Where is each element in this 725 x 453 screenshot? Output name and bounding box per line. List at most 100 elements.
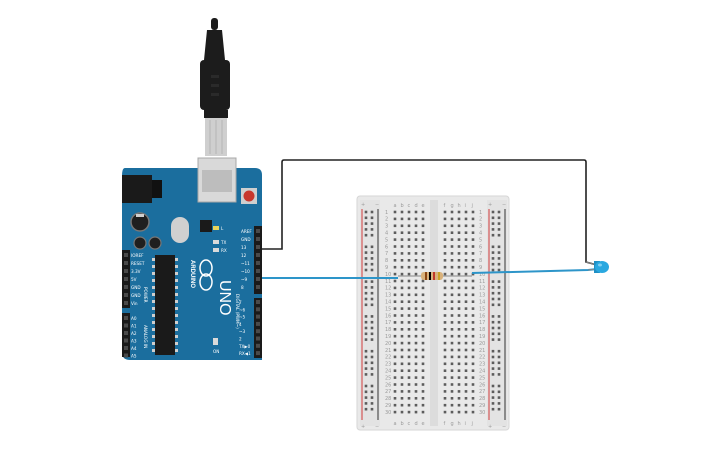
breadboard-hole[interactable] bbox=[407, 355, 411, 359]
breadboard-hole[interactable] bbox=[414, 210, 418, 214]
rail-hole[interactable] bbox=[491, 361, 495, 365]
breadboard-hole[interactable] bbox=[457, 314, 461, 317]
breadboard-hole[interactable] bbox=[414, 259, 418, 262]
digital-bottom-pin[interactable] bbox=[256, 336, 260, 341]
breadboard-hole[interactable] bbox=[421, 369, 425, 372]
breadboard-hole[interactable] bbox=[443, 383, 447, 386]
breadboard-hole[interactable] bbox=[407, 279, 411, 283]
breadboard-hole[interactable] bbox=[457, 328, 461, 331]
power-pin[interactable] bbox=[124, 277, 128, 281]
breadboard-hole[interactable] bbox=[393, 383, 397, 386]
breadboard-hole[interactable] bbox=[471, 224, 475, 228]
breadboard-hole[interactable] bbox=[457, 245, 461, 248]
breadboard-hole[interactable] bbox=[407, 314, 411, 317]
breadboard-hole[interactable] bbox=[443, 362, 447, 366]
rail-hole[interactable] bbox=[491, 355, 495, 359]
rail-hole[interactable] bbox=[370, 384, 374, 388]
breadboard-hole[interactable] bbox=[421, 341, 425, 345]
rail-hole[interactable] bbox=[497, 338, 501, 341]
digital-bottom-pin[interactable] bbox=[256, 329, 260, 334]
breadboard-hole[interactable] bbox=[450, 265, 454, 269]
breadboard-hole[interactable] bbox=[443, 314, 447, 317]
breadboard-hole[interactable] bbox=[393, 259, 397, 262]
breadboard-hole[interactable] bbox=[393, 390, 397, 393]
rail-hole[interactable] bbox=[364, 367, 368, 370]
breadboard-hole[interactable] bbox=[414, 410, 418, 414]
rail-hole[interactable] bbox=[497, 326, 501, 330]
rail-hole[interactable] bbox=[370, 268, 374, 272]
breadboard-hole[interactable] bbox=[471, 265, 475, 269]
breadboard-hole[interactable] bbox=[450, 231, 454, 234]
breadboard-hole[interactable] bbox=[471, 403, 475, 407]
breadboard-hole[interactable] bbox=[393, 231, 397, 234]
rail-hole[interactable] bbox=[491, 373, 495, 376]
power-pin[interactable] bbox=[124, 261, 128, 265]
digital-top-pin[interactable] bbox=[256, 253, 260, 257]
breadboard-hole[interactable] bbox=[443, 231, 447, 234]
breadboard-hole[interactable] bbox=[443, 245, 447, 248]
rail-hole[interactable] bbox=[491, 332, 495, 336]
breadboard-hole[interactable] bbox=[407, 334, 411, 338]
breadboard-hole[interactable] bbox=[414, 314, 418, 317]
breadboard-hole[interactable] bbox=[464, 259, 468, 262]
rail-hole[interactable] bbox=[370, 355, 374, 359]
breadboard-hole[interactable] bbox=[443, 238, 447, 241]
rail-hole[interactable] bbox=[364, 373, 368, 376]
breadboard-hole[interactable] bbox=[393, 348, 397, 352]
rail-hole[interactable] bbox=[497, 251, 501, 254]
rail-hole[interactable] bbox=[364, 222, 368, 225]
breadboard-hole[interactable] bbox=[400, 293, 404, 297]
breadboard-hole[interactable] bbox=[457, 369, 461, 372]
breadboard-hole[interactable] bbox=[414, 217, 418, 221]
rail-hole[interactable] bbox=[491, 320, 495, 324]
breadboard-hole[interactable] bbox=[407, 217, 411, 221]
breadboard-hole[interactable] bbox=[471, 245, 475, 248]
breadboard-hole[interactable] bbox=[414, 362, 418, 366]
breadboard-hole[interactable] bbox=[457, 397, 461, 400]
rail-hole[interactable] bbox=[370, 338, 374, 341]
breadboard-hole[interactable] bbox=[407, 383, 411, 386]
breadboard-hole[interactable] bbox=[450, 307, 454, 310]
breadboard-hole[interactable] bbox=[407, 252, 411, 255]
breadboard-hole[interactable] bbox=[471, 383, 475, 386]
breadboard-hole[interactable] bbox=[414, 265, 418, 269]
breadboard-hole[interactable] bbox=[471, 341, 475, 345]
breadboard-hole[interactable] bbox=[443, 300, 447, 303]
rail-hole[interactable] bbox=[497, 297, 501, 301]
breadboard-hole[interactable] bbox=[393, 245, 397, 248]
rail-hole[interactable] bbox=[370, 349, 374, 353]
breadboard-hole[interactable] bbox=[471, 238, 475, 241]
breadboard-hole[interactable] bbox=[393, 265, 397, 269]
breadboard-hole[interactable] bbox=[464, 328, 468, 331]
breadboard-hole[interactable] bbox=[464, 224, 468, 228]
rail-hole[interactable] bbox=[497, 373, 501, 376]
breadboard-hole[interactable] bbox=[400, 376, 404, 379]
breadboard-hole[interactable] bbox=[471, 334, 475, 338]
digital-top-pin[interactable] bbox=[256, 261, 260, 265]
breadboard-hole[interactable] bbox=[443, 293, 447, 297]
breadboard-hole[interactable] bbox=[471, 286, 475, 290]
breadboard-hole[interactable] bbox=[471, 355, 475, 359]
breadboard-hole[interactable] bbox=[450, 217, 454, 221]
breadboard-hole[interactable] bbox=[407, 362, 411, 366]
breadboard-hole[interactable] bbox=[421, 321, 425, 324]
rail-hole[interactable] bbox=[364, 407, 368, 411]
breadboard-hole[interactable] bbox=[450, 224, 454, 228]
analog-pin[interactable] bbox=[124, 353, 128, 358]
breadboard-hole[interactable] bbox=[407, 286, 411, 290]
breadboard-hole[interactable] bbox=[457, 362, 461, 366]
breadboard-hole[interactable] bbox=[400, 259, 404, 262]
rail-hole[interactable] bbox=[370, 222, 374, 225]
rail-hole[interactable] bbox=[491, 326, 495, 330]
rail-hole[interactable] bbox=[491, 390, 495, 394]
breadboard-hole[interactable] bbox=[464, 341, 468, 345]
digital-bottom-pin[interactable] bbox=[256, 314, 260, 319]
digital-top-pin[interactable] bbox=[256, 237, 260, 241]
breadboard-hole[interactable] bbox=[457, 217, 461, 221]
rail-hole[interactable] bbox=[497, 332, 501, 336]
rail-hole[interactable] bbox=[364, 268, 368, 272]
breadboard-hole[interactable] bbox=[450, 293, 454, 297]
breadboard-hole[interactable] bbox=[421, 279, 425, 283]
rail-hole[interactable] bbox=[497, 291, 501, 295]
